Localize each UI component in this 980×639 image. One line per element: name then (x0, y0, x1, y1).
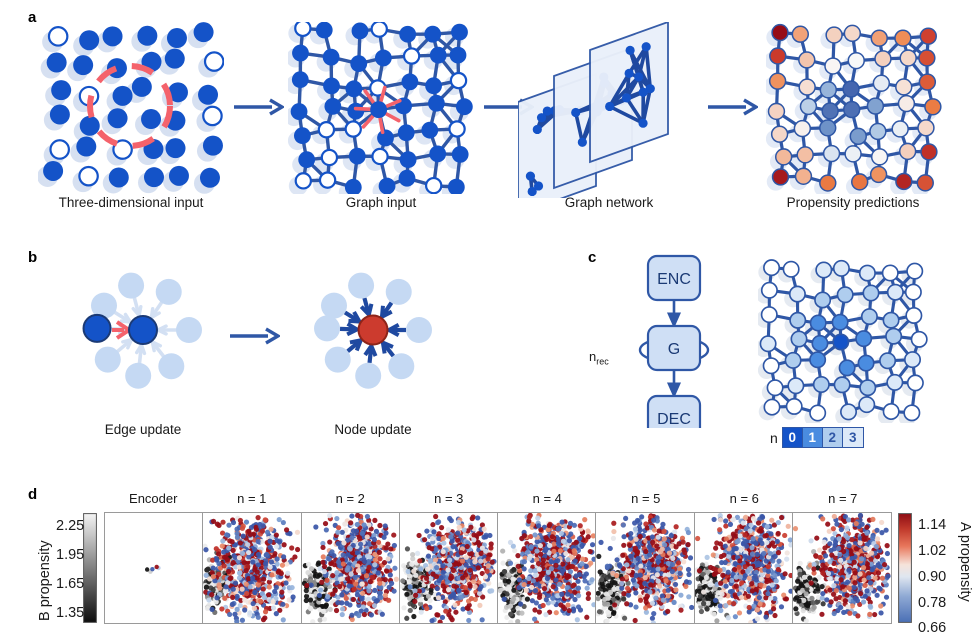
propensity-cluster (598, 513, 694, 623)
encoder-recurrent-decoder-diagram: ENC G DEC (638, 254, 710, 428)
panel-d-column-header: n = 7 (828, 491, 858, 506)
scatter-plot (792, 513, 891, 623)
node-update-illustration (314, 272, 432, 389)
caption-propensity-predictions: Propensity predictions (786, 195, 920, 210)
caption-graph-input: Graph input (345, 195, 417, 210)
grayscale-cluster (596, 553, 631, 623)
a-tick-0: 1.14 (918, 517, 947, 533)
a-tick-2: 0.90 (918, 569, 947, 585)
propensity-cluster (694, 513, 792, 623)
panel-d-cell-n-2 (301, 513, 400, 623)
scatter-plot (203, 515, 301, 623)
a-tick-3: 0.78 (918, 595, 947, 611)
b-tick-1: 1.95 (56, 547, 85, 563)
b-tick-2: 1.65 (56, 576, 85, 592)
recurrence-depth-network-illustration (758, 259, 928, 423)
right-arrow-icon (230, 327, 280, 345)
three-dimensional-input-illustration (38, 22, 224, 194)
g-block: G (646, 324, 702, 372)
b-propensity-axis-title: B propensity (37, 540, 53, 621)
n-legend-step-0: 0 (782, 428, 803, 447)
b-tick-0: 2.25 (56, 518, 85, 534)
panel-d-plot-grid (104, 512, 892, 624)
panel-b-letter: b (28, 249, 38, 266)
grayscale-cluster (498, 548, 533, 623)
panel-d-letter: d (28, 486, 38, 503)
dec-block: DEC (646, 394, 702, 428)
panel-d-column-header: n = 4 (532, 491, 562, 506)
dec-label: DEC (657, 411, 691, 428)
n-rec-label: nrec (589, 349, 609, 367)
n-legend-step-1: 1 (802, 428, 823, 447)
n-legend-label: n (770, 429, 778, 446)
propensity-predictions-illustration (766, 23, 942, 194)
panel-c-letter: c (588, 249, 597, 266)
scatter-plot (498, 513, 596, 623)
g-label: G (668, 341, 680, 358)
panel-d-column-header: n = 2 (335, 491, 365, 506)
propensity-cluster (501, 513, 596, 623)
right-arrow-icon (708, 98, 758, 116)
caption-edge-update: Edge update (104, 422, 182, 437)
n-legend-step-2: 2 (822, 428, 843, 447)
a-propensity-axis-title: A propensity (957, 522, 973, 602)
graph-input-illustration (288, 22, 473, 194)
n-legend-step-3: 3 (842, 428, 863, 447)
caption-node-update: Node update (334, 422, 412, 437)
enc-label: ENC (657, 271, 691, 288)
a-propensity-colorbar (898, 513, 912, 623)
right-arrow-icon (234, 98, 284, 116)
panel-d-cell-n-6 (694, 513, 793, 623)
b-propensity-colorbar (83, 513, 97, 623)
panel-d-cell-n-5 (596, 513, 695, 623)
panel-d-column-header: n = 1 (237, 491, 267, 506)
panel-d-cell-n-7 (792, 513, 891, 623)
propensity-cluster (405, 513, 497, 623)
panel-d-column-header: n = 6 (729, 491, 759, 506)
a-tick-4: 0.66 (918, 620, 947, 636)
panel-d-column-header: n = 5 (631, 491, 661, 506)
panel-d-column-header: n = 3 (434, 491, 464, 506)
panel-d-cell-n-3 (399, 513, 498, 623)
propensity-cluster (303, 513, 399, 623)
scatter-plot (596, 513, 694, 623)
graph-network-illustration (518, 22, 669, 198)
scatter-plot (399, 513, 497, 623)
grayscale-cluster (792, 549, 827, 623)
caption-graph-network: Graph network (564, 195, 654, 210)
panel-a-letter: a (28, 9, 37, 26)
propensity-cluster (792, 513, 891, 619)
scatter-plot (694, 513, 792, 623)
propensity-cluster (203, 515, 301, 623)
b-tick-3: 1.35 (56, 605, 85, 621)
panel-d-cell-encoder (105, 513, 204, 623)
propensity-cluster (150, 564, 161, 572)
caption-three-dimensional-input: Three-dimensional input (58, 195, 204, 210)
panel-d-cell-n-1 (203, 513, 302, 623)
edge-update-illustration (82, 272, 202, 389)
a-tick-1: 1.02 (918, 543, 947, 559)
panel-d-cell-n-4 (498, 513, 597, 623)
enc-block: ENC (646, 254, 702, 302)
panel-d-column-header: Encoder (129, 491, 178, 506)
scatter-plot (301, 513, 399, 623)
scatter-plot (144, 564, 161, 574)
